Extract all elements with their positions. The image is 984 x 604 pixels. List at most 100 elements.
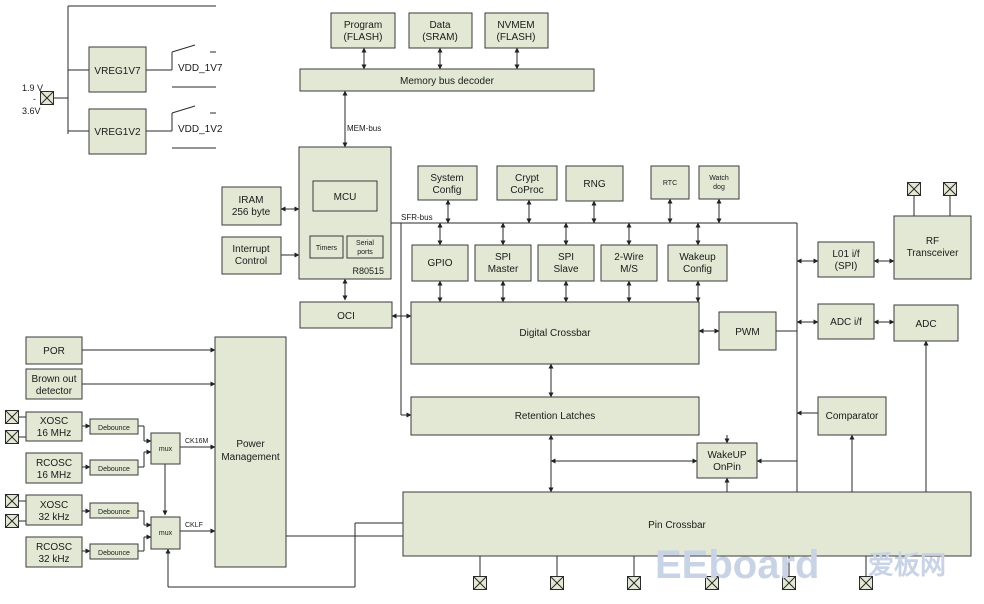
debounce-3-label: Debounce [98,509,130,516]
nvmem-block [484,12,549,49]
cklf-label: CKLF [185,522,203,529]
rtc-label: RTC [663,180,677,187]
spi-master-block [474,244,532,282]
pin-terminal-icon [5,410,19,424]
ck16m-label: CK16M [185,438,209,445]
xosc32-block [25,494,83,526]
two-wire-block [600,244,658,282]
power-management-label-2: Management [221,452,280,463]
por-label: POR [43,346,65,357]
memory-bus-decoder-block [299,68,595,92]
wakeup-config-label-2: Config [683,264,712,275]
wakeup-onpin-label-2: OnPin [713,462,741,473]
program-flash-block [330,12,396,49]
mem-bus-label: MEM-bus [347,124,381,133]
serial-label-2: ports [357,249,373,256]
xosc16-block [25,411,83,442]
l01-if-block [817,241,875,278]
sfr-bus-label: SFR-bus [401,213,433,222]
program-label-1: Program [344,20,382,31]
wakeup-config-label-1: Wakeup [679,252,716,263]
comparator-block [817,396,887,436]
mcu-label: MCU [334,192,357,203]
interrupt-control-block [221,236,282,275]
pin-terminal-icon [859,576,873,590]
vreg1v7-label: VREG1V7 [94,66,141,77]
retention-latches-label: Retention Latches [515,411,596,422]
data-sram-block [408,12,473,49]
rcosc32-label-2: 32 kHz [38,554,69,565]
pin-terminal-icon [550,576,564,590]
nvmem-label-2: (FLASH) [497,32,536,43]
mux-1-block [150,432,181,465]
two-wire-label-1: 2-Wire [614,252,644,263]
pin-terminal-icon [40,91,54,105]
r80515-label: R80515 [352,266,384,276]
xosc16-label-2: 16 MHz [37,428,71,439]
l01-if-label-2: (SPI) [835,261,858,272]
interrupt-label-1: Interrupt [232,244,269,255]
rng-block [565,165,624,202]
memory-bus-decoder-label: Memory bus decoder [400,76,495,87]
watermark-brand: EEboard [655,543,819,587]
rcosc16-label-2: 16 MHz [37,470,71,481]
vreg1v2-label: VREG1V2 [94,127,141,138]
pin-terminal-icon [5,514,19,528]
spi-slave-label-1: SPI [558,252,574,263]
spi-slave-block [537,244,595,282]
interrupt-label-2: Control [235,256,267,267]
supply-low-label: 3.6V [22,106,41,116]
wakeup-onpin-block [696,442,758,479]
data-label-1: Data [429,20,451,31]
brownout-label-2: detector [36,386,73,397]
vdd-1v2-label: VDD_1V2 [178,124,223,135]
mux-2-label: mux [159,530,173,537]
two-wire-label-2: M/S [620,264,638,275]
spi-master-label-1: SPI [495,252,511,263]
crypt-label-1: Crypt [515,173,539,184]
data-label-2: (SRAM) [422,32,458,43]
debounce-3-block [89,502,139,519]
gpio-label: GPIO [427,258,452,269]
rcosc32-label-1: RCOSC [36,542,72,553]
l01-if-label-1: L01 i/f [832,249,859,260]
serial-label-1: Serial [356,240,374,247]
pin-terminal-icon [5,494,19,508]
serial-ports-block [346,235,384,259]
rng-label: RNG [583,179,605,190]
rf-transceiver-block [893,215,972,280]
iram-block [221,186,282,226]
xosc32-label-2: 32 kHz [38,512,69,523]
watermark-cn: 爱板网 [868,550,946,580]
por-block [25,336,83,365]
program-label-2: (FLASH) [344,32,383,43]
vreg1v7-block [88,46,147,93]
r80515-block [298,146,392,280]
oci-block [299,301,393,329]
adc-if-block [817,303,875,340]
mcu-block [312,180,378,212]
timers-block [309,235,344,259]
pin-terminal-icon [907,182,921,196]
system-config-label-2: Config [433,185,462,196]
crypt-coproc-block [496,165,558,201]
supply-high-label: 1.9 V [22,83,43,93]
pin-terminal-icon [5,430,19,444]
watchdog-label-1: Watch [709,175,729,182]
debounce-2-block [89,459,139,476]
digital-crossbar-block [410,301,700,365]
pin-terminal-icon [943,182,957,196]
pin-terminal-icon [705,576,719,590]
rf-label-1: RF [926,236,939,247]
brownout-label-1: Brown out [31,374,76,385]
gpio-block [411,244,469,282]
power-management-label-1: Power [236,439,265,450]
watchdog-block [698,165,740,200]
retention-latches-block [410,396,700,436]
debounce-2-label: Debounce [98,466,130,473]
crypt-label-2: CoProc [510,185,543,196]
vreg1v2-block [88,108,147,155]
nvmem-label-1: NVMEM [497,20,534,31]
iram-label-2: 256 byte [232,207,271,218]
